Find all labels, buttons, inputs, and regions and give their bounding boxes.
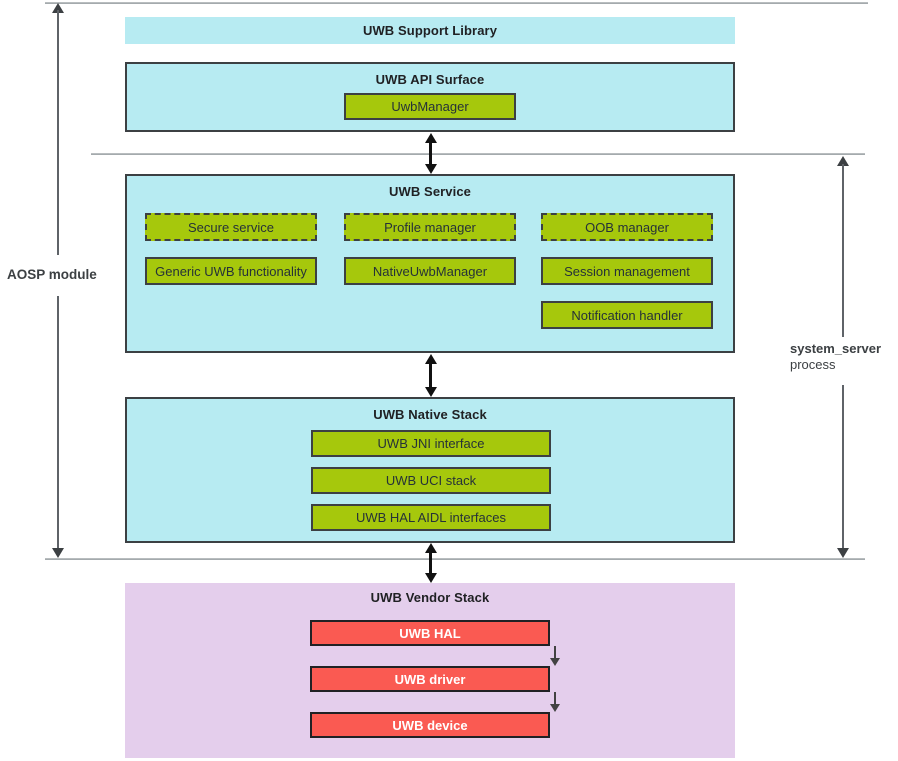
arrow-shaft: [429, 364, 432, 387]
arrow-shaft: [553, 692, 556, 704]
system-server-arrow-down-icon: [837, 548, 849, 558]
aosp-arrow-down-icon: [52, 548, 64, 558]
top-boundary-line: [45, 2, 868, 4]
arrow-shaft: [429, 143, 432, 164]
arrow-down-icon: [549, 704, 560, 712]
uwb-service-box: UWB Service Secure service Profile manag…: [125, 174, 735, 353]
uwb-api-surface-box: UWB API Surface UwbManager: [125, 62, 735, 132]
aosp-arrow-line-lower: [57, 296, 59, 548]
arrow-up-icon: [424, 354, 437, 364]
profile-manager-chip: Profile manager: [344, 213, 516, 241]
secure-service-chip: Secure service: [145, 213, 317, 241]
arrow-shaft: [553, 646, 556, 658]
uwb-vendor-stack-title: UWB Vendor Stack: [370, 590, 490, 605]
uwb-manager-chip: UwbManager: [344, 93, 516, 120]
uwb-native-stack-title: UWB Native Stack: [373, 407, 487, 422]
arrow-up-icon: [424, 543, 437, 553]
native-vendor-double-arrow-icon: [424, 543, 437, 583]
uwb-hal-aidl-interfaces-chip: UWB HAL AIDL interfaces: [311, 504, 551, 531]
uwb-hal-chip: UWB HAL: [310, 620, 550, 646]
uwb-driver-chip: UWB driver: [310, 666, 550, 692]
uwb-api-surface-title: UWB API Surface: [375, 72, 485, 87]
session-management-chip: Session management: [541, 257, 713, 285]
arrow-down-icon: [424, 573, 437, 583]
system-server-arrow-line-lower: [842, 385, 844, 549]
api-service-double-arrow-icon: [424, 133, 437, 174]
arrow-shaft: [429, 553, 432, 573]
native-uwb-manager-chip: NativeUwbManager: [344, 257, 516, 285]
arrow-up-icon: [424, 133, 437, 143]
uwb-device-chip: UWB device: [310, 712, 550, 738]
arrow-down-icon: [549, 658, 560, 666]
aosp-module-label: AOSP module: [7, 267, 97, 282]
oob-manager-chip: OOB manager: [541, 213, 713, 241]
process-label: process: [790, 357, 836, 372]
aosp-arrow-up-icon: [52, 3, 64, 13]
uwb-jni-interface-chip: UWB JNI interface: [311, 430, 551, 457]
hal-driver-arrow-icon: [549, 646, 560, 666]
uwb-vendor-stack-box: UWB Vendor Stack UWB HAL UWB driver UWB …: [125, 583, 735, 758]
system-server-boundary-line: [91, 153, 865, 155]
aosp-arrow-line-upper: [57, 10, 59, 255]
generic-uwb-functionality-chip: Generic UWB functionality: [145, 257, 317, 285]
system-server-label-bold: system_server: [790, 341, 882, 356]
uwb-support-library-title: UWB Support Library: [362, 23, 498, 38]
service-native-double-arrow-icon: [424, 354, 437, 397]
notification-handler-chip: Notification handler: [541, 301, 713, 329]
arrow-down-icon: [424, 164, 437, 174]
uwb-native-stack-box: UWB Native Stack UWB JNI interface UWB U…: [125, 397, 735, 543]
vendor-boundary-line: [45, 558, 865, 560]
driver-device-arrow-icon: [549, 692, 560, 712]
system-server-process-label: system_server process: [790, 341, 895, 373]
system-server-arrow-line-upper: [842, 164, 844, 337]
system-server-arrow-up-icon: [837, 156, 849, 166]
uwb-service-title: UWB Service: [388, 184, 472, 199]
arrow-down-icon: [424, 387, 437, 397]
uwb-uci-stack-chip: UWB UCI stack: [311, 467, 551, 494]
uwb-support-library-bar: UWB Support Library: [125, 17, 735, 44]
